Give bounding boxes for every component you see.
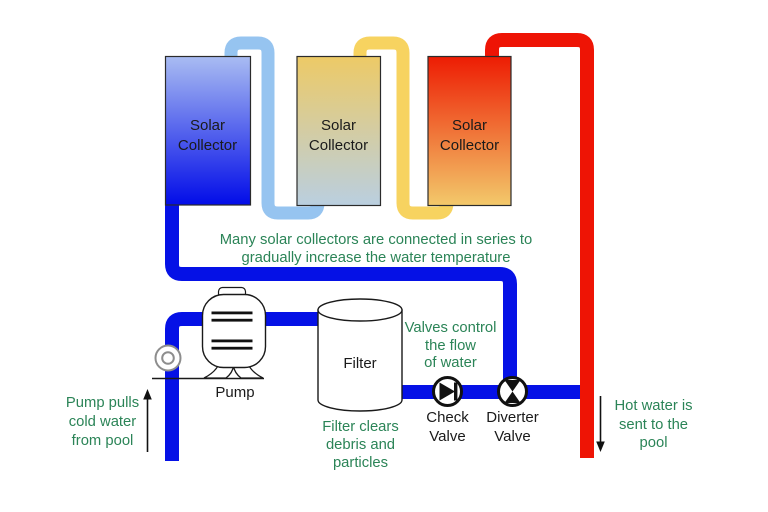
series-connection-note: Many solar collectors are connected in s… (219, 232, 533, 266)
diverter-valve-bottom-triangle (504, 391, 521, 403)
valves-note: Valves control the flow of water (404, 320, 497, 371)
collector2-label: Solar Collector (308, 117, 369, 154)
hot-water-down-arrow (596, 396, 605, 452)
pipe-pump-circuit (165, 312, 334, 461)
check-valve-stop-bar (454, 382, 458, 401)
pump-tank-body (201, 293, 267, 369)
collector3-label: Solar Collector (439, 117, 500, 154)
diverter-valve-label: Diverter Valve (486, 409, 539, 445)
diverter-valve-symbol (497, 376, 528, 407)
filter-body (317, 309, 403, 412)
pump-vent-line (211, 346, 253, 350)
pipe-hot-return (485, 33, 594, 458)
check-valve-label: Check Valve (426, 409, 469, 445)
collector1-label: Solar Collector (177, 117, 238, 154)
pipe-collector2-to-3 (353, 36, 454, 220)
pipe-cold-supply (165, 202, 517, 391)
check-valve-arrow (439, 382, 455, 401)
filter-symbol (317, 298, 403, 412)
pump-vent-line (211, 339, 253, 343)
cold-water-up-arrow (143, 389, 152, 452)
check-valve-symbol (432, 376, 463, 407)
solar-collector-2 (296, 55, 382, 207)
solar-collector-3 (427, 55, 512, 207)
pump-motor-inner (161, 351, 175, 365)
filter-note: Filter clears debris and particles (322, 419, 399, 471)
hot-water-note: Hot water is sent to the pool (614, 398, 693, 451)
diverter-valve-top-triangle (504, 380, 521, 392)
pump-note: Pump pulls cold water from pool (65, 395, 140, 449)
pipe-collector1-to-2 (224, 36, 325, 220)
filter-top (317, 298, 403, 322)
pump-symbol (152, 286, 267, 380)
solar-collector-1 (164, 55, 252, 206)
pump-label: Pump (215, 384, 255, 401)
pump-vent-line (211, 311, 253, 315)
filter-label: Filter (343, 355, 377, 372)
pump-vent-line (211, 318, 253, 322)
